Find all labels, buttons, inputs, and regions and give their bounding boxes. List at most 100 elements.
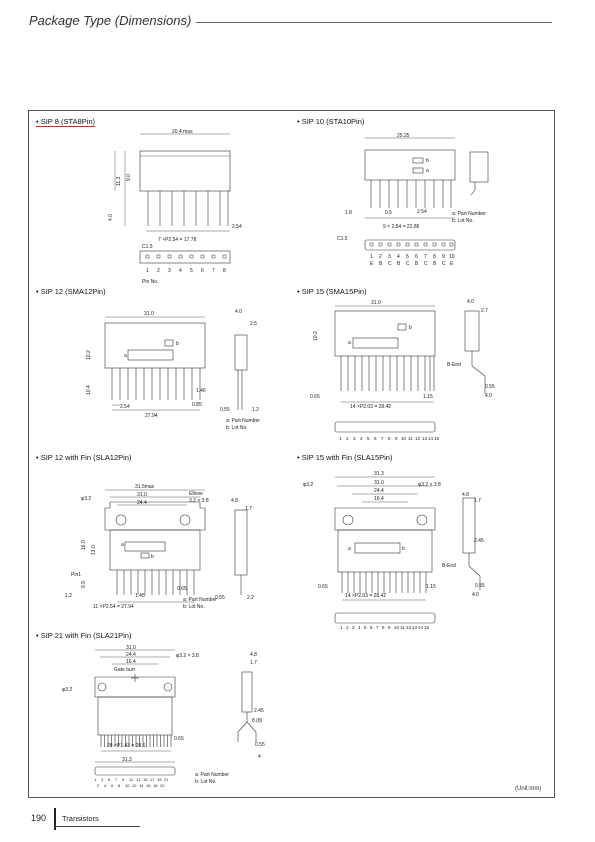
sip10-pin: 6 [415,254,418,260]
sla15-lead1-label: 0.65 [318,584,328,590]
title-rule [196,22,552,23]
footer-rule [54,826,140,827]
sla21-pin: 16 [146,783,151,788]
sla21-pin: 3 [101,777,104,782]
sla21-side3-label: 2.45 [254,708,264,714]
sla15-side3-label: 2.45 [474,538,484,544]
sla15-pin: 9 [388,625,391,630]
sla21-note-a: a: Part Number [195,772,229,778]
sip10-pin-code: E [450,261,454,267]
sla12-lead3-label: 0.65 [177,586,187,592]
sip12-lead4-label: 1.46 [196,388,206,394]
sla21-pin: 14 [139,783,144,788]
sip12-width-label: 31.0 [144,311,154,317]
sip15-sidet-label: 4.0 [467,299,474,305]
sip12-h1-label: 10.2 [86,350,92,360]
sip15-pin: 14 [428,436,434,441]
sla15-pin: 5 [364,625,367,630]
sip8-width-label: 20.4 max [172,129,193,135]
sla15-pitch-label: 14 ×P2.03 = 28.42 [345,593,386,599]
sla15-pin: 2 [346,625,349,630]
sip8-pin: 6 [201,268,204,274]
sip10-pin-code: E [370,261,374,267]
sip10-pin-code: C [424,261,428,267]
sla21-note-b: b: Lot No. [195,779,217,785]
sip12-title: • SIP 12 (SMA12Pin) [36,287,106,296]
sip10-pin: 7 [424,254,427,260]
sla21-pin: 20 [160,783,165,788]
sla12-lead1-label: 1.2 [65,593,72,599]
sip12-h2-label: 10.4 [86,385,92,395]
sip10-pin: 10 [449,254,455,260]
sip15-lead4-label: 4.0 [485,393,492,399]
sla21-lead4-label: 8 (8) [252,718,263,724]
sla21-pin: 2 [97,783,100,788]
sla12-hole-label: φ3.2 [81,496,91,502]
sla12-elbow-label: 3.2 × 3.8 [189,498,209,504]
sip10-pitch-label: 9 × 2.54 = 22.86 [383,224,420,230]
sla15-pin: 14 [418,625,424,630]
sla15-width2-label: 24.4 [374,488,384,494]
sla21-width-label: 31.0 [126,645,136,651]
sip8-leadt-label: C1.5 [142,244,153,250]
sip8-pin: 5 [190,268,193,274]
sla12-width-label: 31.0 [137,492,147,498]
sla21-pin: 12 [132,783,137,788]
sip12-diagram: 31.0 a b 2.54 27.94 4.0 2.5 0.55 1.2 0.8… [86,309,259,419]
sip10-b-marker: b [426,158,429,164]
sip15-pin: 1 [339,436,342,441]
sla15-pin: 4 [358,625,361,630]
sla21-pin: 7 [115,777,118,782]
sla21-pins-odd: 1 3 5 7 9 11 13 15 17 19 21 [94,777,169,782]
sip10-pin-numbers: 1 2 3 4 5 6 7 8 9 10 [370,254,455,260]
sip15-pin: 13 [422,436,428,441]
sip10-pin-code: B [397,261,401,267]
sip15-pin: 9 [395,436,398,441]
sla15-width-label: 31.0 [374,480,384,486]
sla21-pin: 6 [111,783,114,788]
sip15-title: • SIP 15 (SMA15Pin) [297,287,367,296]
sla15-pin: 10 [394,625,400,630]
sip10-pin-codes: E B C B C B C B C E [370,261,454,267]
sla21-pin: 5 [108,777,111,782]
sip15-pin: 8 [388,436,391,441]
page-title: Package Type (Dimensions) [29,13,192,28]
sip8-pin: 1 [146,268,149,274]
sip10-leadw-label: 1.8 [345,210,352,216]
sla15-pin: 7 [376,625,379,630]
sla21-pin: 8 [118,783,121,788]
sip8-h3-label: 4.0 [108,214,114,221]
sla15-pin-numbers: 1 2 3 4 5 6 7 8 9 10 11 12 13 14 15 [340,625,430,630]
sip10-title: • SIP 10 (STA10Pin) [297,117,365,126]
sip8-pitch-label: 7 ×P2.54 = 17.78 [158,237,197,243]
sla12-pin-label: Pin1 [71,572,81,578]
sip10-a-marker: a [426,168,429,174]
sip15-diagram: 31.0 a b 14 ×P2.03 = 28.42 0.65 1.15 4.0… [310,299,495,441]
sla21-pin: 21 [164,777,169,782]
sip10-pin-code: C [442,261,446,267]
sla15-lead2-label: 1.15 [426,584,436,590]
sla21-pin: 15 [143,777,148,782]
sla15-side2-label: 1.7 [474,498,481,504]
page-number: 190 [31,813,47,823]
sla12-lead2-label: 1.45 [135,593,145,599]
sla12-lead5-label: 2.2 [247,595,254,601]
sla12-side2-label: 1.7 [245,506,252,512]
sla15-bend-label: B-End [442,563,456,569]
sip15-pin: 10 [401,436,407,441]
sip10-pin-code: B [415,261,419,267]
sip10-pin: 8 [433,254,436,260]
sip15-a-marker: a [348,340,351,346]
sip12-pitch-label: 2.54 [120,404,130,410]
sla21-side2-label: 1.7 [250,660,257,666]
sla21-pins-even: 2 4 6 8 10 12 14 16 18 20 [97,783,165,788]
sla21-pin: 1 [94,777,97,782]
sla21-diagram: 31.0 24.4 16.4 Gate burr φ3.2 φ3.2 × 3.8… [62,645,265,788]
sip15-pin: 15 [434,436,440,441]
sip10-pin-code: C [388,261,392,267]
sla21-pin: 18 [153,783,158,788]
sla21-pin: 4 [104,783,107,788]
sla12-note-b: b: Lot No. [183,604,205,610]
sip10-pin: 3 [388,254,391,260]
sla21-pin: 10 [125,783,130,788]
